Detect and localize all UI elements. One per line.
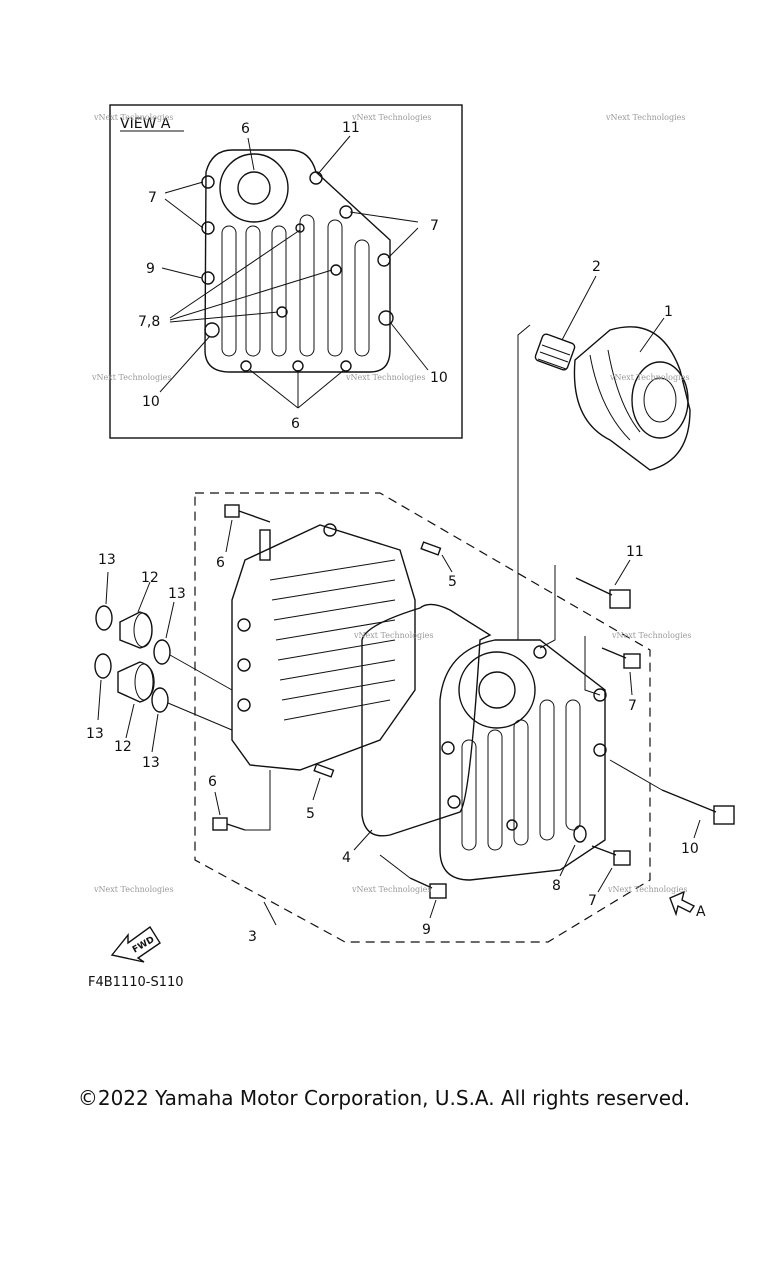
view-a-frame [109, 104, 463, 439]
view-a-ribs [221, 214, 370, 357]
svg-text:vNext Technologies: vNext Technologies [607, 885, 687, 894]
callout-13: 13 [142, 755, 160, 771]
watermarks: vNext Technologies vNext Technologies vN… [91, 113, 691, 894]
dowel-pin [420, 541, 442, 556]
bolt-6-bottom [212, 817, 246, 831]
view-a-filter-mount [219, 153, 289, 223]
dowel-pin [313, 763, 335, 778]
assembly-boundary [194, 492, 651, 943]
callout-12: 12 [141, 570, 159, 586]
callout-6: 6 [216, 555, 225, 571]
view-a-cover-outline [204, 149, 391, 373]
view-a-leaders [159, 135, 429, 409]
callout-10: 10 [142, 394, 160, 410]
figure-code: F4B1110-S110 [88, 975, 184, 990]
callout-7: 7 [430, 218, 439, 234]
callout-12: 12 [114, 739, 132, 755]
bolt-11 [575, 577, 631, 609]
svg-text:vNext Technologies: vNext Technologies [351, 113, 431, 122]
callout-10: 10 [681, 841, 699, 857]
callout-11: 11 [626, 544, 644, 560]
svg-text:vNext Technologies: vNext Technologies [351, 885, 431, 894]
svg-text:vNext Technologies: vNext Technologies [609, 373, 689, 382]
bolt-10 [661, 789, 735, 825]
bolt-7-upper [601, 647, 641, 669]
o-rings-and-fittings [94, 605, 233, 731]
view-a-bolt-bosses [201, 171, 394, 372]
callout-2: 2 [592, 259, 601, 275]
callout-8: 8 [552, 878, 561, 894]
callout-11: 11 [342, 120, 360, 136]
callout-9: 9 [422, 922, 431, 938]
fwd-arrow-icon: FWD [110, 925, 161, 963]
callout-9: 9 [146, 261, 155, 277]
callout-5: 5 [306, 806, 315, 822]
bolt-7-lower [591, 845, 631, 866]
view-a-inset: VIEW A [109, 104, 463, 439]
callout-6: 6 [241, 121, 250, 137]
washer [573, 825, 587, 843]
callout-13: 13 [86, 726, 104, 742]
callout-6: 6 [291, 416, 300, 432]
callout-4: 4 [342, 850, 351, 866]
oil-filter [573, 326, 691, 471]
callout-5: 5 [448, 574, 457, 590]
callout-7-8: 7,8 [138, 314, 160, 330]
view-a-arrow-icon [669, 890, 696, 917]
callout-3: 3 [248, 929, 257, 945]
callout-10: 10 [430, 370, 448, 386]
callout-7: 7 [628, 698, 637, 714]
bolt-6-top [224, 504, 271, 523]
svg-text:vNext Technologies: vNext Technologies [345, 373, 425, 382]
callout-7: 7 [588, 893, 597, 909]
svg-text:vNext Technologies: vNext Technologies [93, 885, 173, 894]
svg-text:vNext Technologies: vNext Technologies [605, 113, 685, 122]
svg-text:vNext Technologies: vNext Technologies [93, 113, 173, 122]
copyright-notice: ©2022 Yamaha Motor Corporation, U.S.A. A… [77, 1086, 691, 1110]
oil-cooler-cover [439, 639, 607, 881]
callout-13: 13 [98, 552, 116, 568]
filter-assembly-line [517, 324, 531, 640]
callout-13: 13 [168, 586, 186, 602]
svg-text:vNext Technologies: vNext Technologies [353, 631, 433, 640]
callout-6: 6 [208, 774, 217, 790]
bolt-9 [409, 877, 447, 899]
filter-nipple [534, 333, 576, 371]
callout-7: 7 [148, 190, 157, 206]
callout-1: 1 [664, 304, 673, 320]
view-a-title: VIEW A [120, 116, 171, 132]
oil-cooler-housing [231, 523, 416, 771]
view-marker-a: A [696, 904, 706, 920]
svg-text:vNext Technologies: vNext Technologies [611, 631, 691, 640]
svg-text:vNext Technologies: vNext Technologies [91, 373, 171, 382]
